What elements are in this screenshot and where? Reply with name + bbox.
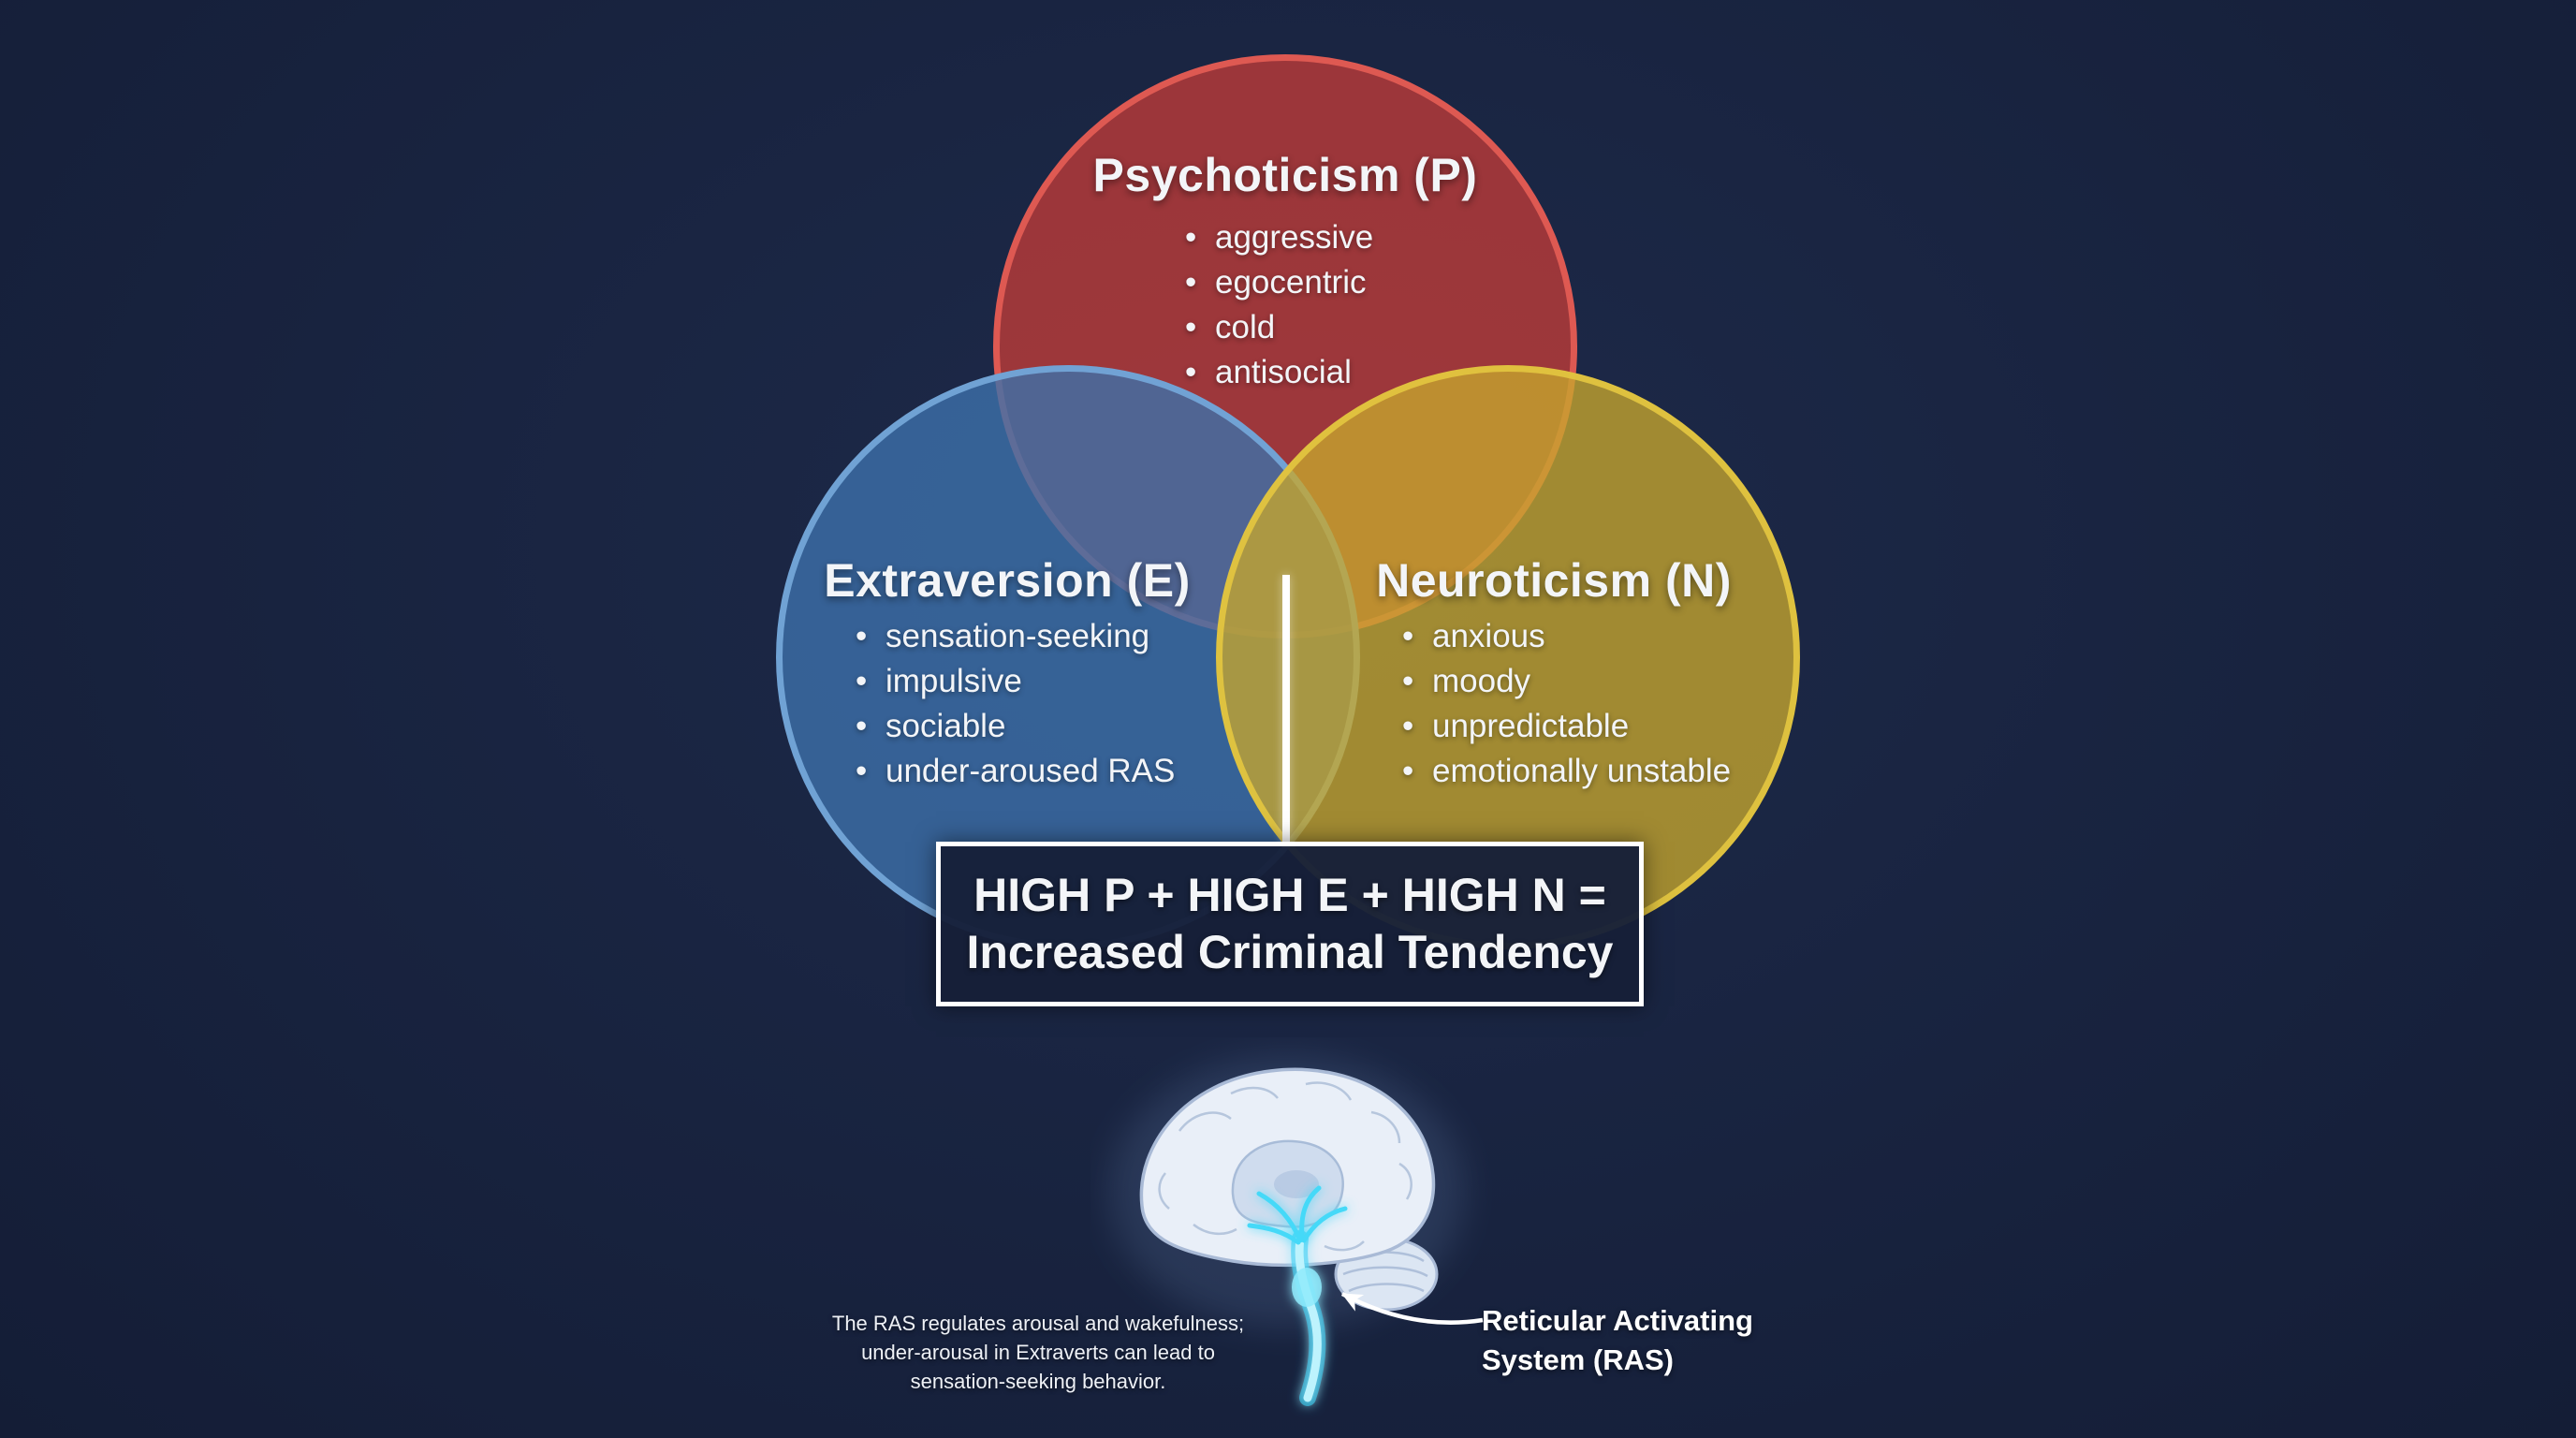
ras-label-line2: System (RAS) [1482,1343,1674,1376]
extraversion-title: Extraversion (E) [824,554,1191,607]
ras-arrow [1340,1292,1484,1325]
ras-caption-line: sensation-seeking behavior. [910,1370,1166,1393]
conclusion-box: HIGH P + HIGH E + HIGH N = Increased Cri… [936,842,1644,1006]
trait-item: unpredictable [1398,704,1731,749]
trait-item: anxious [1398,614,1731,659]
trait-item: sociable [852,704,1175,749]
ras-brainstem [1247,1185,1348,1406]
ras-label-line1: Reticular Activating [1482,1304,1753,1337]
psychoticism-trait-list: aggressive egocentric cold antisocial [1181,215,1373,395]
trait-item: antisocial [1181,350,1373,395]
trait-item: cold [1181,305,1373,350]
ras-label: Reticular Activating System (RAS) [1482,1301,1753,1380]
cerebrum [1139,1067,1436,1268]
connector-line [1282,575,1290,848]
brain-illustration [1109,1056,1465,1406]
conclusion-line1: HIGH P + HIGH E + HIGH N = [973,869,1606,921]
trait-item: emotionally unstable [1398,749,1731,794]
trait-item: impulsive [852,659,1175,704]
ras-caption-line: The RAS regulates arousal and wakefulnes… [831,1312,1245,1335]
trait-item: under-aroused RAS [852,749,1175,794]
neuroticism-trait-list: anxious moody unpredictable emotionally … [1398,614,1731,794]
trait-item: moody [1398,659,1731,704]
conclusion-line2: Increased Criminal Tendency [966,926,1614,978]
ras-caption: The RAS regulates arousal and wakefulnes… [804,1309,1272,1396]
trait-item: egocentric [1181,260,1373,305]
trait-item: sensation-seeking [852,614,1175,659]
extraversion-trait-list: sensation-seeking impulsive sociable und… [852,614,1175,794]
ras-caption-line: under-arousal in Extraverts can lead to [861,1341,1215,1364]
trait-item: aggressive [1181,215,1373,260]
psychoticism-title: Psychoticism (P) [1092,149,1478,201]
neuroticism-title: Neuroticism (N) [1376,554,1732,607]
